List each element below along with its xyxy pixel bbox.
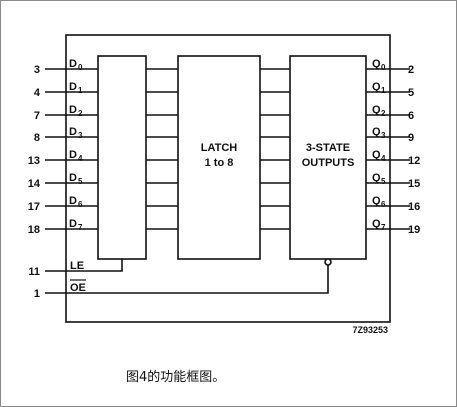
oe-line bbox=[45, 265, 329, 294]
input-signal-subscript: 1 bbox=[78, 86, 83, 95]
output-signal-subscript: 6 bbox=[381, 200, 386, 209]
output-pin-number: 15 bbox=[408, 178, 420, 190]
latch-label-line1: LATCH bbox=[201, 142, 238, 154]
input-signal-label: D bbox=[69, 195, 77, 207]
output-pin-number: 5 bbox=[408, 87, 414, 99]
input-signal-subscript: 4 bbox=[78, 154, 83, 163]
oe-pin-number: 1 bbox=[34, 288, 40, 300]
output-pin-number: 2 bbox=[408, 64, 414, 76]
output-signal-label: Q bbox=[372, 172, 381, 184]
figure-code: 7Z93253 bbox=[352, 325, 388, 335]
le-pin-number: 11 bbox=[28, 266, 40, 278]
latch-block bbox=[177, 55, 261, 260]
input-signal-label: D bbox=[69, 58, 77, 70]
output-signal-label: Q bbox=[372, 104, 381, 116]
input-pin-number: 8 bbox=[34, 132, 40, 144]
input-pin-number: 14 bbox=[28, 178, 41, 190]
output-label-line2: OUTPUTS bbox=[302, 157, 355, 169]
input-pin-number: 17 bbox=[28, 201, 40, 213]
input-pin-number: 4 bbox=[34, 87, 41, 99]
input-signal-label: D bbox=[69, 172, 77, 184]
input-pin-number: 7 bbox=[34, 110, 40, 122]
output-signal-label: Q bbox=[372, 81, 381, 93]
le-label: LE bbox=[70, 260, 84, 272]
oe-label: OE bbox=[70, 282, 86, 294]
output-pin-number: 12 bbox=[408, 155, 420, 167]
input-pin-number: 3 bbox=[34, 64, 40, 76]
chip-outline bbox=[65, 34, 391, 323]
output-signal-subscript: 2 bbox=[381, 109, 386, 118]
output-signal-label: Q bbox=[372, 195, 381, 207]
output-signal-label: Q bbox=[372, 218, 381, 230]
figure-caption: 图4的功能框图。 bbox=[126, 370, 226, 385]
output-signal-label: Q bbox=[372, 126, 381, 138]
input-pin-number: 18 bbox=[28, 224, 40, 236]
output-signal-subscript: 0 bbox=[381, 63, 386, 72]
input-signal-label: D bbox=[69, 149, 77, 161]
input-signal-label: D bbox=[69, 81, 77, 93]
output-signal-label: Q bbox=[372, 58, 381, 70]
input-signal-label: D bbox=[69, 218, 77, 230]
output-pin-number: 9 bbox=[408, 132, 414, 144]
input-signal-label: D bbox=[69, 126, 77, 138]
input-signal-subscript: 3 bbox=[78, 131, 83, 140]
input-signal-label: D bbox=[69, 104, 77, 116]
latch-label-line2: 1 to 8 bbox=[205, 157, 234, 169]
output-signal-label: Q bbox=[372, 149, 381, 161]
input-pin-number: 13 bbox=[28, 155, 40, 167]
input-buffer-block bbox=[97, 55, 147, 260]
output-signal-subscript: 3 bbox=[381, 131, 386, 140]
input-signal-subscript: 0 bbox=[78, 63, 83, 72]
le-line bbox=[45, 259, 123, 272]
output-signal-subscript: 5 bbox=[381, 177, 386, 186]
input-signal-subscript: 7 bbox=[78, 223, 83, 232]
oe-inversion-bubble bbox=[324, 258, 332, 266]
input-signal-subscript: 2 bbox=[78, 109, 83, 118]
input-signal-subscript: 6 bbox=[78, 200, 83, 209]
output-signal-subscript: 7 bbox=[381, 223, 386, 232]
output-signal-subscript: 1 bbox=[381, 86, 386, 95]
output-label-line1: 3-STATE bbox=[306, 142, 350, 154]
input-signal-subscript: 5 bbox=[78, 177, 83, 186]
output-pin-number: 19 bbox=[408, 224, 420, 236]
output-pin-number: 6 bbox=[408, 110, 414, 122]
output-signal-subscript: 4 bbox=[381, 154, 386, 163]
output-pin-number: 16 bbox=[408, 201, 420, 213]
